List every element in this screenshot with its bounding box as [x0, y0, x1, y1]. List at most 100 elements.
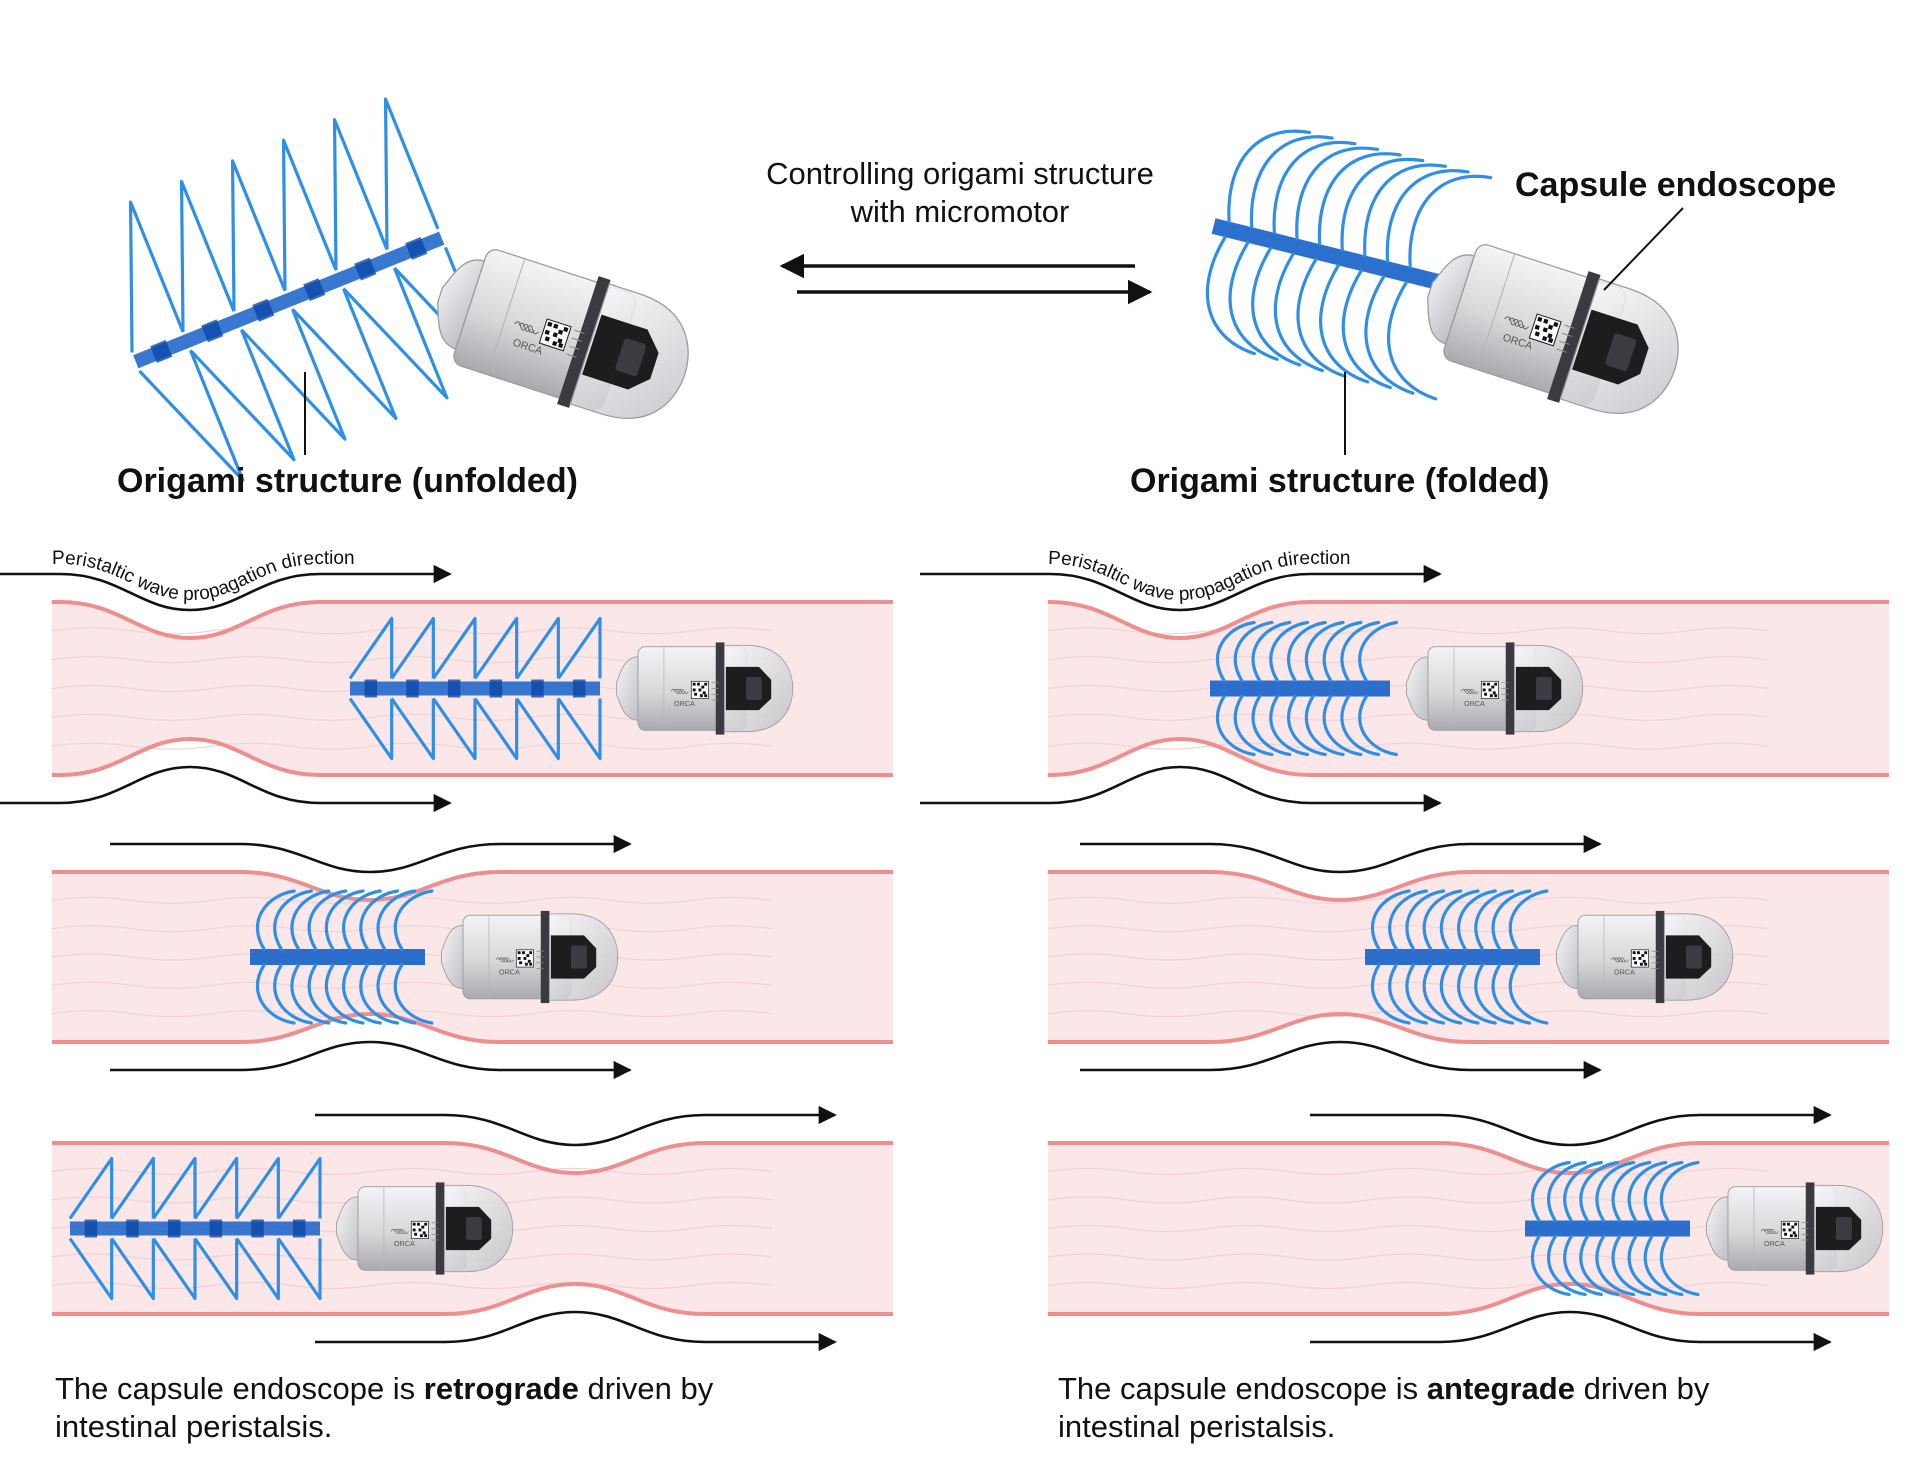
- qr-module: [1537, 316, 1543, 322]
- caption-antegrade-line-2: intestinal peristalsis.: [1058, 1409, 1336, 1444]
- logo-wave-icon: [673, 688, 683, 694]
- capsule-seam: [1476, 253, 1516, 370]
- origami-folded: [1525, 1160, 1700, 1297]
- wave-direction-label: Peristaltic wave propagation direction: [52, 548, 355, 605]
- qr-module: [1782, 1228, 1786, 1232]
- wave-direction-label-text: Peristaltic wave propagation direction: [1048, 548, 1351, 605]
- capsule-ring: [1805, 1182, 1815, 1275]
- origami-rib-lower: [324, 963, 365, 1025]
- qr-module: [1482, 688, 1486, 692]
- origami-rib-lower: [1371, 963, 1411, 1025]
- origami-rib-lower: [359, 963, 400, 1025]
- qr-module: [519, 961, 523, 965]
- qr-module: [522, 951, 525, 955]
- origami-rib-lower: [342, 267, 449, 400]
- qr-module: [1632, 951, 1636, 955]
- origami-joint: [303, 278, 326, 302]
- capsule-print-line: [1556, 348, 1567, 353]
- origami-rib-lower: [138, 349, 245, 482]
- origami-rib-upper: [1216, 620, 1256, 683]
- qr-module: [529, 951, 533, 955]
- origami-rib-lower: [1233, 694, 1274, 757]
- logo-wave-icon: [670, 688, 681, 694]
- origami-rib-lower: [1457, 963, 1497, 1025]
- origami-rib-upper: [390, 616, 435, 680]
- qr-module: [1491, 685, 1495, 689]
- qr-module: [553, 323, 559, 329]
- origami-rib-upper: [1579, 1160, 1620, 1223]
- qr-module: [544, 329, 550, 335]
- origami-joint: [406, 679, 419, 698]
- qr-module: [1494, 682, 1498, 686]
- intestine-wall-bottom: [1048, 1281, 1889, 1316]
- origami-joint: [292, 1219, 306, 1238]
- qr-module: [424, 1222, 428, 1226]
- origami-rib-upper: [1363, 163, 1447, 258]
- wave-arrow-top: [315, 1105, 837, 1147]
- qr-module: [1547, 337, 1554, 344]
- logo-wave-icon: [399, 1228, 409, 1234]
- origami-rib-upper: [1422, 889, 1463, 951]
- capsule-brand-text: ORCA: [674, 699, 695, 708]
- origami-rib-upper: [277, 1156, 322, 1220]
- wave-direction-label-text: Peristaltic wave propagation direction: [52, 548, 355, 605]
- capsule-neck: [1405, 656, 1429, 721]
- qr-module: [1641, 954, 1645, 957]
- qr-module: [557, 342, 564, 349]
- qr-module: [1794, 1222, 1798, 1226]
- mucosa-texture: [1047, 742, 1769, 750]
- origami-rib-upper: [281, 138, 338, 291]
- logo-wave-icon: [679, 688, 689, 694]
- mucosa-texture: [51, 925, 773, 933]
- origami-rib-lower: [1439, 963, 1480, 1025]
- qr-module: [524, 962, 528, 966]
- origami-rib-lower: [1611, 1234, 1652, 1297]
- capsule-neck: [615, 656, 639, 721]
- origami-rib-lower: [1386, 280, 1438, 401]
- panel-r1-c1: ORCA Peristaltic wave propagation directi…: [0, 548, 893, 813]
- capsule-endoscope: ORCA: [615, 642, 794, 735]
- qr-module: [692, 688, 696, 692]
- origami-rib-upper: [1643, 1160, 1684, 1223]
- peristalsis-panels: ORCA Peristaltic wave propagation directi…: [0, 548, 1889, 1352]
- capsule-print-line: [1559, 340, 1570, 345]
- capsule-ring: [1547, 271, 1601, 403]
- qr-module: [526, 954, 530, 957]
- origami-rib-upper: [273, 889, 313, 951]
- qr-module: [1534, 324, 1540, 330]
- origami-rib-upper: [1457, 889, 1497, 951]
- qr-module: [1634, 961, 1638, 965]
- capsule-print-line: [1561, 332, 1573, 337]
- qr-code: [410, 1220, 429, 1239]
- origami-joint: [531, 679, 544, 698]
- origami-rib-upper: [1474, 889, 1515, 951]
- qr-module: [694, 692, 698, 696]
- origami-rib-upper: [376, 889, 417, 951]
- logo-wave-icon: [1769, 1228, 1779, 1234]
- qr-module: [1543, 318, 1549, 324]
- qr-module: [552, 332, 558, 338]
- origami-rib-lower: [348, 697, 394, 761]
- origami-rib-upper: [348, 616, 394, 680]
- capsule-endoscope: ORCA: [335, 1182, 514, 1275]
- qr-module: [1638, 957, 1642, 960]
- origami-rib-lower: [235, 1237, 280, 1301]
- mucosa-texture: [51, 1167, 773, 1176]
- intestine-wall-bottom: [52, 1281, 893, 1316]
- capsule-print-line: [571, 337, 583, 342]
- capsule-neck: [436, 259, 486, 350]
- panel-r1-c2: ORCA Peristaltic wave propagation directi…: [920, 548, 1889, 813]
- logo-wave-icon: [1613, 957, 1623, 963]
- capsule-brand-text: ORCA: [1764, 1239, 1785, 1248]
- origami-rib-upper: [359, 889, 400, 951]
- capsule-brand-text: ORCA: [1464, 699, 1485, 708]
- qr-module: [1632, 957, 1636, 960]
- origami-joint: [209, 1219, 223, 1238]
- intestine-wall-bottom: [52, 1011, 893, 1044]
- origami-rib-lower: [1296, 258, 1347, 378]
- caption-antegrade: The capsule endoscope is antegrade drive…: [1058, 1370, 1818, 1446]
- origami-backbone: [1210, 680, 1390, 697]
- capsule-print-line: [574, 329, 585, 334]
- qr-module: [1541, 335, 1548, 342]
- capsule-brand-text: ORCA: [1614, 967, 1635, 976]
